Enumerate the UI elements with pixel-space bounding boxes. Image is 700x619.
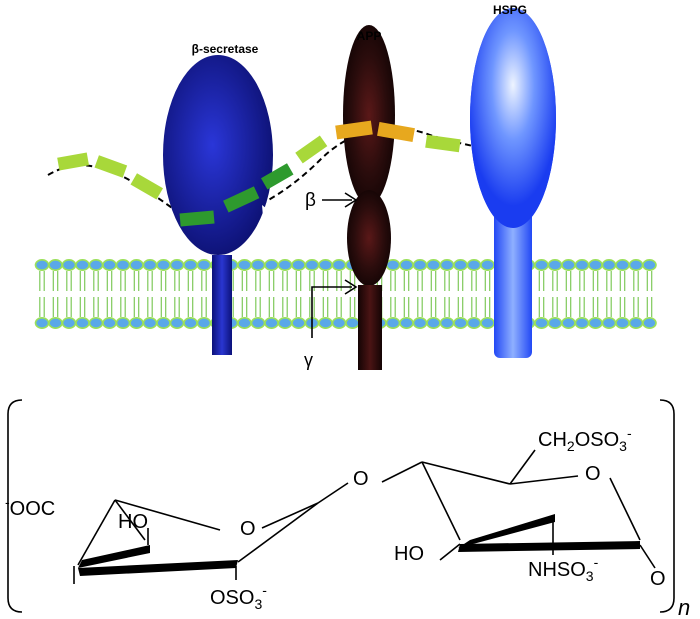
beta-secretase-protein (163, 55, 275, 355)
heparan-disaccharide-structure: CH2OSO3- -OOC HO O O O HO NHSO3- OSO3- O… (5, 399, 690, 619)
beta-cleavage-site: β (305, 190, 358, 211)
right-bracket (659, 399, 675, 613)
hspg-protein (470, 8, 556, 358)
hspg-label: HSPG (493, 3, 527, 17)
ho-right-label: HO (394, 543, 424, 565)
ring-oxygen-right: O (585, 463, 601, 485)
ch2oso3-label: CH2OSO3- (538, 425, 632, 454)
ho-left-label: HO (118, 511, 148, 533)
carboxylate-label: -OOC (5, 494, 55, 520)
beta-secretase-label: β-secretase (192, 42, 259, 56)
app-label: APP (357, 29, 382, 43)
gamma-site-label: γ (304, 350, 313, 370)
heparan-sulfate-units (57, 120, 461, 227)
left-bracket (7, 399, 23, 613)
oso3-label: OSO3- (210, 582, 267, 612)
nhso3-label: NHSO3- (528, 554, 599, 584)
gamma-cleavage-site: γ (304, 279, 358, 370)
beta-site-label: β (305, 190, 316, 211)
repeat-n-label: n (678, 595, 690, 619)
ring-oxygen-left: O (240, 518, 256, 540)
ring-oxygen-bottom: O (650, 568, 666, 590)
glycosidic-oxygen: O (353, 468, 369, 490)
heparan-sulfate-chain (47, 127, 521, 220)
app-protein (343, 25, 395, 370)
